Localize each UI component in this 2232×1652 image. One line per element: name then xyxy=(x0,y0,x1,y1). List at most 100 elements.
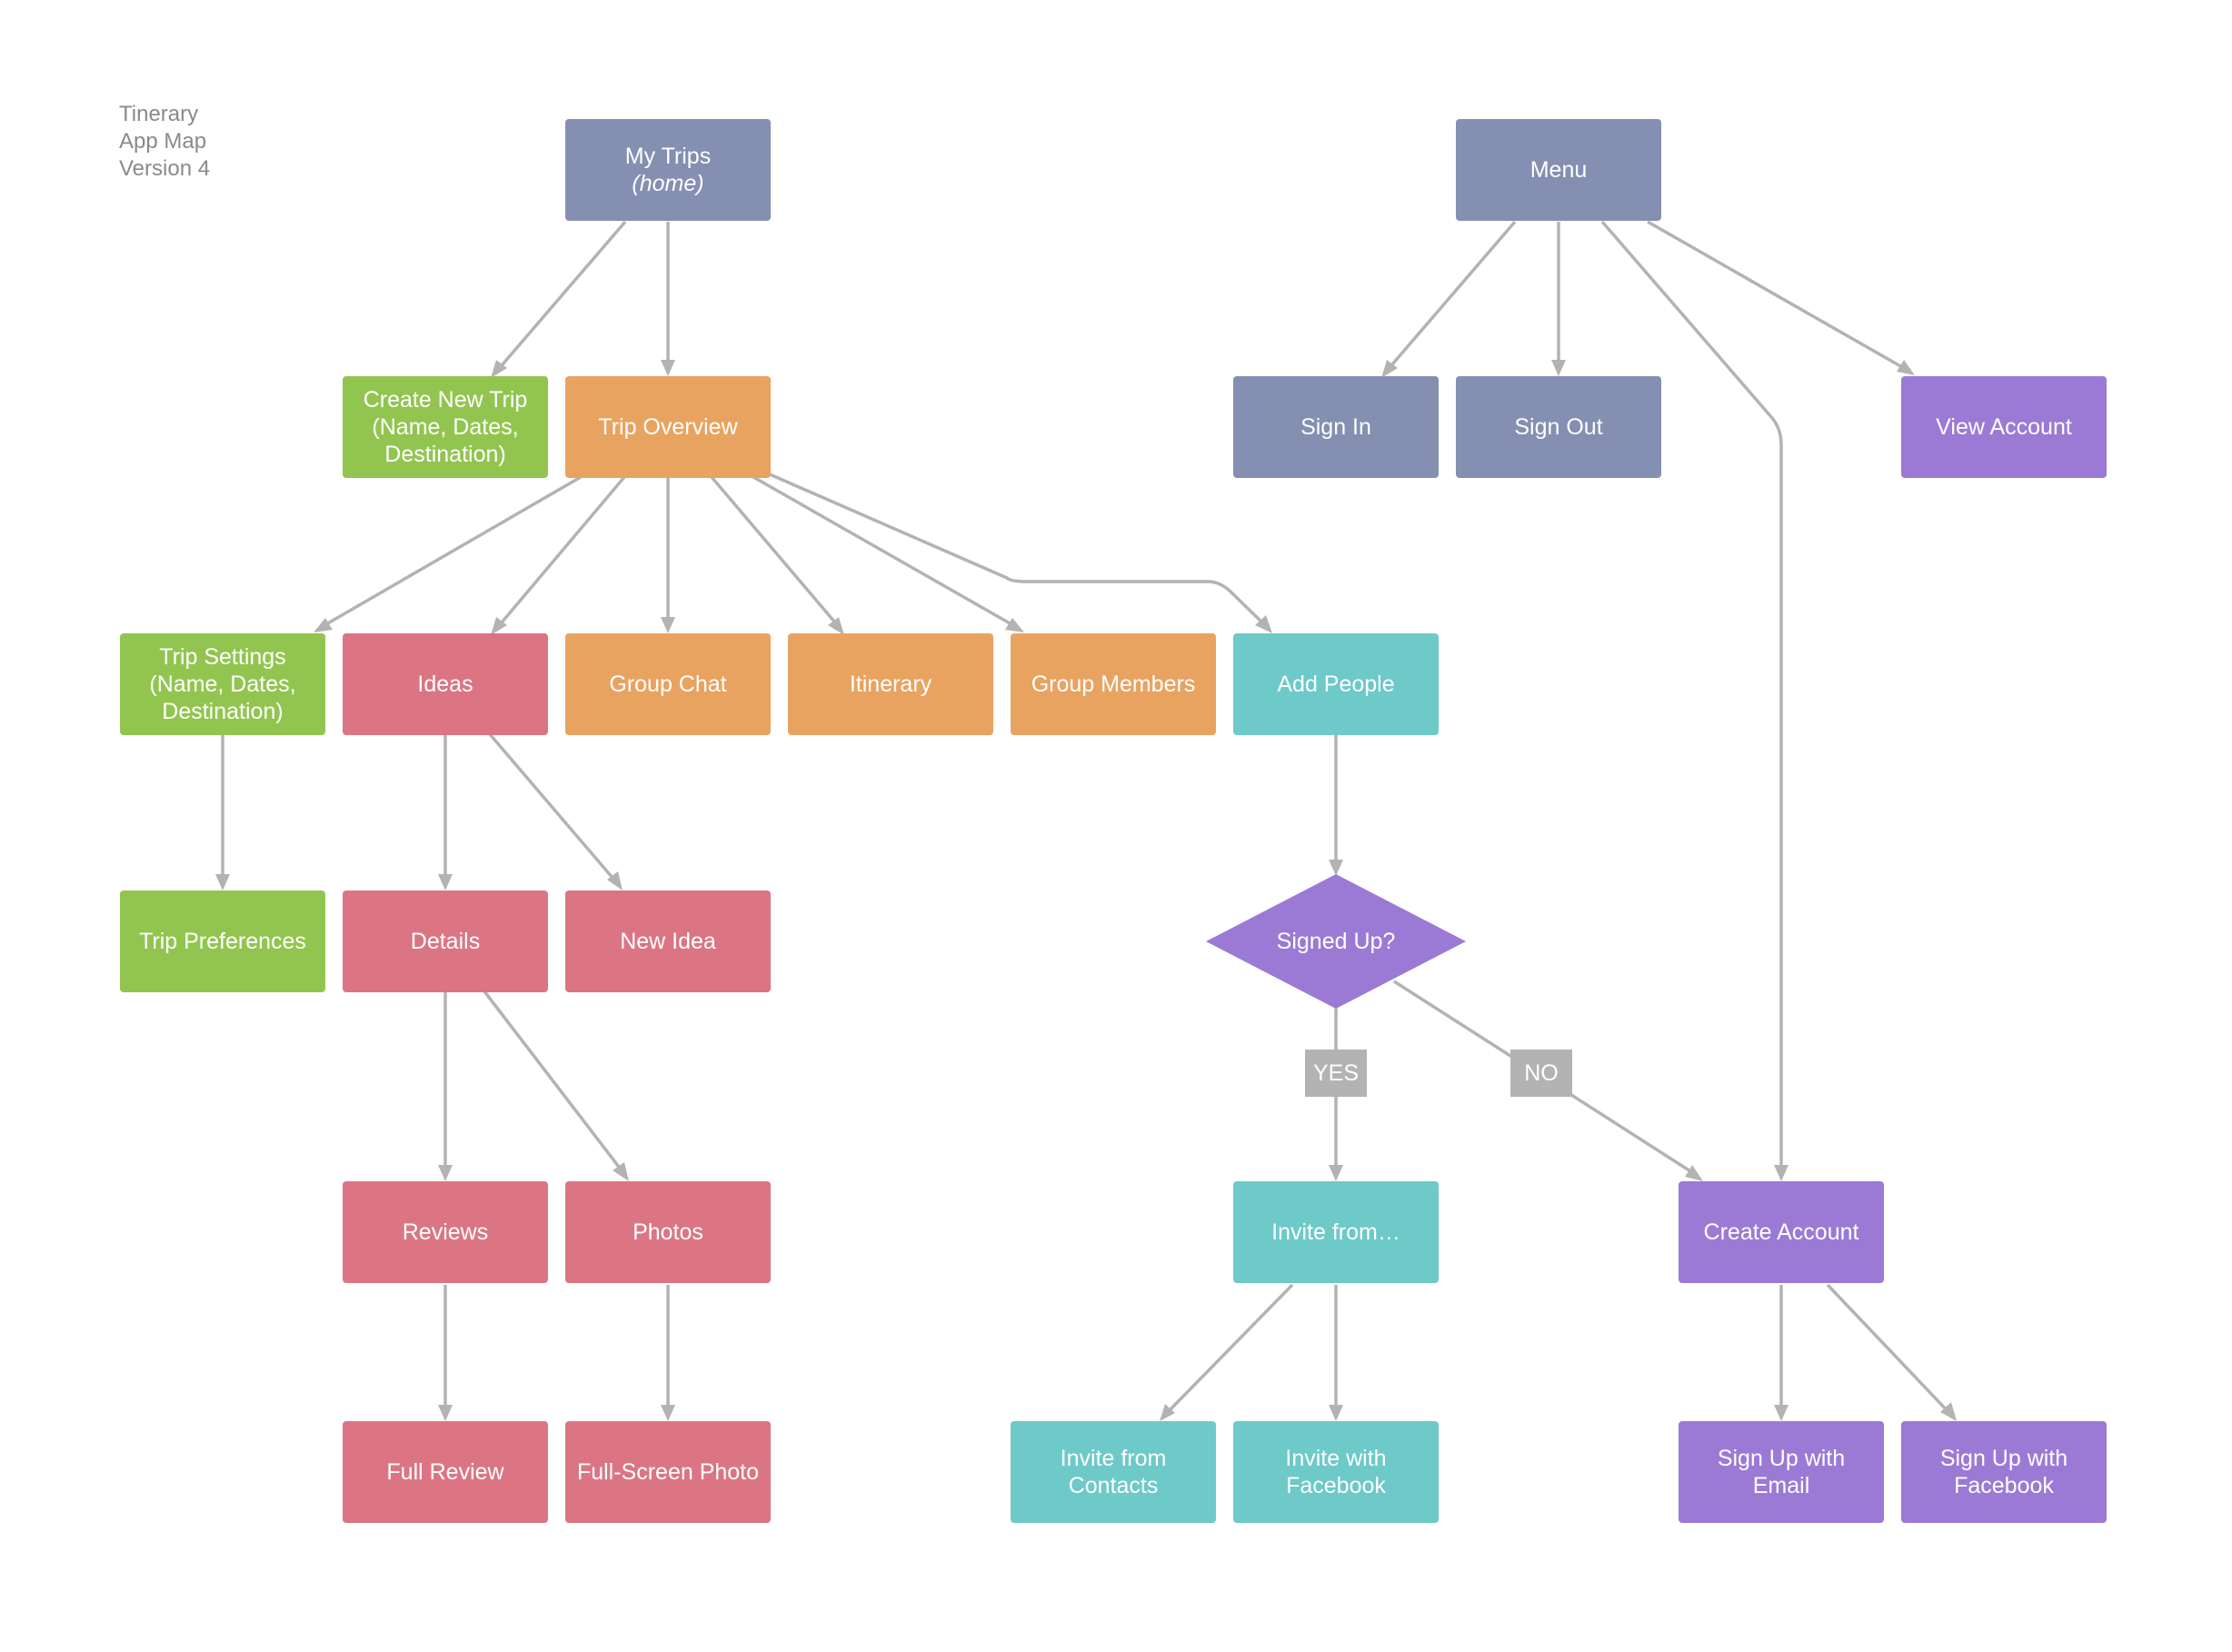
node-label: Details xyxy=(410,929,481,954)
node-label: Invite from… xyxy=(1271,1219,1400,1245)
node-create-new-trip[interactable]: Create New Trip (Name, Dates, Destinatio… xyxy=(343,376,548,478)
edge-tripoverview-ideas xyxy=(495,475,626,630)
edge-menu-viewaccount xyxy=(1647,220,1909,373)
arrowhead xyxy=(828,617,844,635)
arrowhead xyxy=(438,874,453,891)
arrowhead xyxy=(314,618,333,632)
edge-label-text: YES xyxy=(1312,1060,1360,1086)
node-label: Trip Preferences xyxy=(139,929,306,954)
node-label: Group Chat xyxy=(609,672,727,697)
edge-label-yes: YES xyxy=(1305,1050,1367,1097)
node-invite-from[interactable]: Invite from… xyxy=(1233,1181,1439,1283)
edge-mytrips-createnewtrip xyxy=(495,220,627,373)
edge-tripoverview-addpeople xyxy=(769,473,1270,630)
arrowhead xyxy=(438,1405,453,1421)
node-label: Sign Out xyxy=(1514,414,1603,440)
node-new-idea[interactable]: New Idea xyxy=(565,891,771,992)
node-label: Sign Up with Email xyxy=(1717,1446,1846,1498)
arrowheads xyxy=(215,360,1957,1421)
node-ideas[interactable]: Ideas xyxy=(343,633,548,735)
node-label: View Account xyxy=(1936,414,2072,440)
edge-tripoverview-tripsettings xyxy=(319,475,582,630)
node-full-screen-photo[interactable]: Full-Screen Photo xyxy=(565,1421,771,1523)
node-trip-settings[interactable]: Trip Settings (Name, Dates, Destination) xyxy=(120,633,325,735)
arrowhead xyxy=(661,617,675,633)
node-label: Trip Settings (Name, Dates, Destination) xyxy=(149,644,296,724)
node-itinerary[interactable]: Itinerary xyxy=(788,633,993,735)
node-label: Create New Trip (Name, Dates, Destinatio… xyxy=(363,387,528,467)
edge-menu-createaccount xyxy=(1600,220,1783,1174)
node-label: New Idea xyxy=(620,929,716,954)
arrowhead xyxy=(1381,360,1398,378)
decision-signed-up[interactable]: Signed Up? xyxy=(1206,874,1466,1009)
node-sign-in[interactable]: Sign In xyxy=(1233,376,1439,478)
node-invite-with-facebook[interactable]: Invite with Facebook xyxy=(1233,1421,1439,1523)
arrowhead xyxy=(1940,1402,1957,1421)
node-trip-overview[interactable]: Trip Overview xyxy=(565,376,771,478)
node-view-account[interactable]: View Account xyxy=(1901,376,2107,478)
node-label: Sign Up with Facebook xyxy=(1939,1446,2068,1498)
arrowhead xyxy=(1551,360,1566,376)
arrowhead xyxy=(1774,1165,1789,1181)
node-add-people[interactable]: Add People xyxy=(1233,633,1439,735)
edge-invitefrom-contacts xyxy=(1163,1283,1294,1417)
node-label: Full Review xyxy=(386,1459,504,1485)
node-sign-up-facebook[interactable]: Sign Up with Facebook xyxy=(1901,1421,2107,1523)
node-details[interactable]: Details xyxy=(343,891,548,992)
edge-createaccount-facebook xyxy=(1826,1283,1953,1417)
arrowhead xyxy=(491,360,507,378)
node-label: Itinerary xyxy=(849,672,932,697)
node-label: Invite with Facebook xyxy=(1285,1446,1387,1498)
node-label: Full-Screen Photo xyxy=(576,1459,760,1485)
arrowhead xyxy=(1160,1404,1175,1421)
node-sign-up-email[interactable]: Sign Up with Email xyxy=(1679,1421,1884,1523)
node-label: My Trips xyxy=(624,144,712,169)
edge-label-no: NO xyxy=(1510,1050,1572,1097)
title-line: Version 4 xyxy=(119,156,211,181)
edge-menu-signin xyxy=(1385,220,1517,373)
arrowhead xyxy=(1685,1165,1703,1181)
node-full-review[interactable]: Full Review xyxy=(343,1421,548,1523)
arrowhead xyxy=(1774,1405,1789,1421)
arrowhead xyxy=(1329,1165,1343,1181)
edge-ideas-newidea xyxy=(488,732,620,886)
node-label: Create Account xyxy=(1703,1219,1859,1245)
arrowhead xyxy=(438,1165,453,1181)
node-label: Invite from Contacts xyxy=(1060,1446,1167,1498)
arrowhead xyxy=(661,1405,675,1421)
node-label: Reviews xyxy=(402,1219,489,1245)
edge-tripoverview-itinerary xyxy=(710,475,842,630)
arrowhead xyxy=(613,1162,629,1181)
node-menu[interactable]: Menu xyxy=(1456,119,1661,221)
edge-details-photos xyxy=(483,990,626,1176)
node-create-account[interactable]: Create Account xyxy=(1679,1181,1884,1283)
node-group-chat[interactable]: Group Chat xyxy=(565,633,771,735)
arrowhead xyxy=(215,874,230,891)
node-trip-preferences[interactable]: Trip Preferences xyxy=(120,891,325,992)
node-label: Add People xyxy=(1277,672,1395,697)
node-label: Ideas xyxy=(417,672,473,697)
arrowhead xyxy=(1005,618,1024,632)
node-label: Sign In xyxy=(1300,414,1371,440)
node-my-trips[interactable]: My Trips(home) xyxy=(565,119,771,221)
title-line: Tinerary xyxy=(119,102,199,126)
node-reviews[interactable]: Reviews xyxy=(343,1181,548,1283)
node-label: Group Members xyxy=(1031,672,1196,697)
arrowhead xyxy=(491,617,507,635)
node-label: Photos xyxy=(633,1219,703,1245)
diagram-title: Tinerary App Map Version 4 xyxy=(119,101,210,183)
arrowhead xyxy=(1329,1405,1343,1421)
node-photos[interactable]: Photos xyxy=(565,1181,771,1283)
node-sign-out[interactable]: Sign Out xyxy=(1456,376,1661,478)
diamond-shape xyxy=(1206,874,1466,1009)
node-invite-from-contacts[interactable]: Invite from Contacts xyxy=(1011,1421,1216,1523)
arrowhead xyxy=(661,360,675,376)
decision-label: Signed Up? xyxy=(1276,928,1396,954)
edge-label-text: NO xyxy=(1524,1060,1559,1086)
arrowhead xyxy=(1897,360,1915,375)
arrowhead xyxy=(1329,860,1343,876)
edge-tripoverview-groupmembers xyxy=(752,475,1019,630)
node-group-members[interactable]: Group Members xyxy=(1011,633,1216,735)
